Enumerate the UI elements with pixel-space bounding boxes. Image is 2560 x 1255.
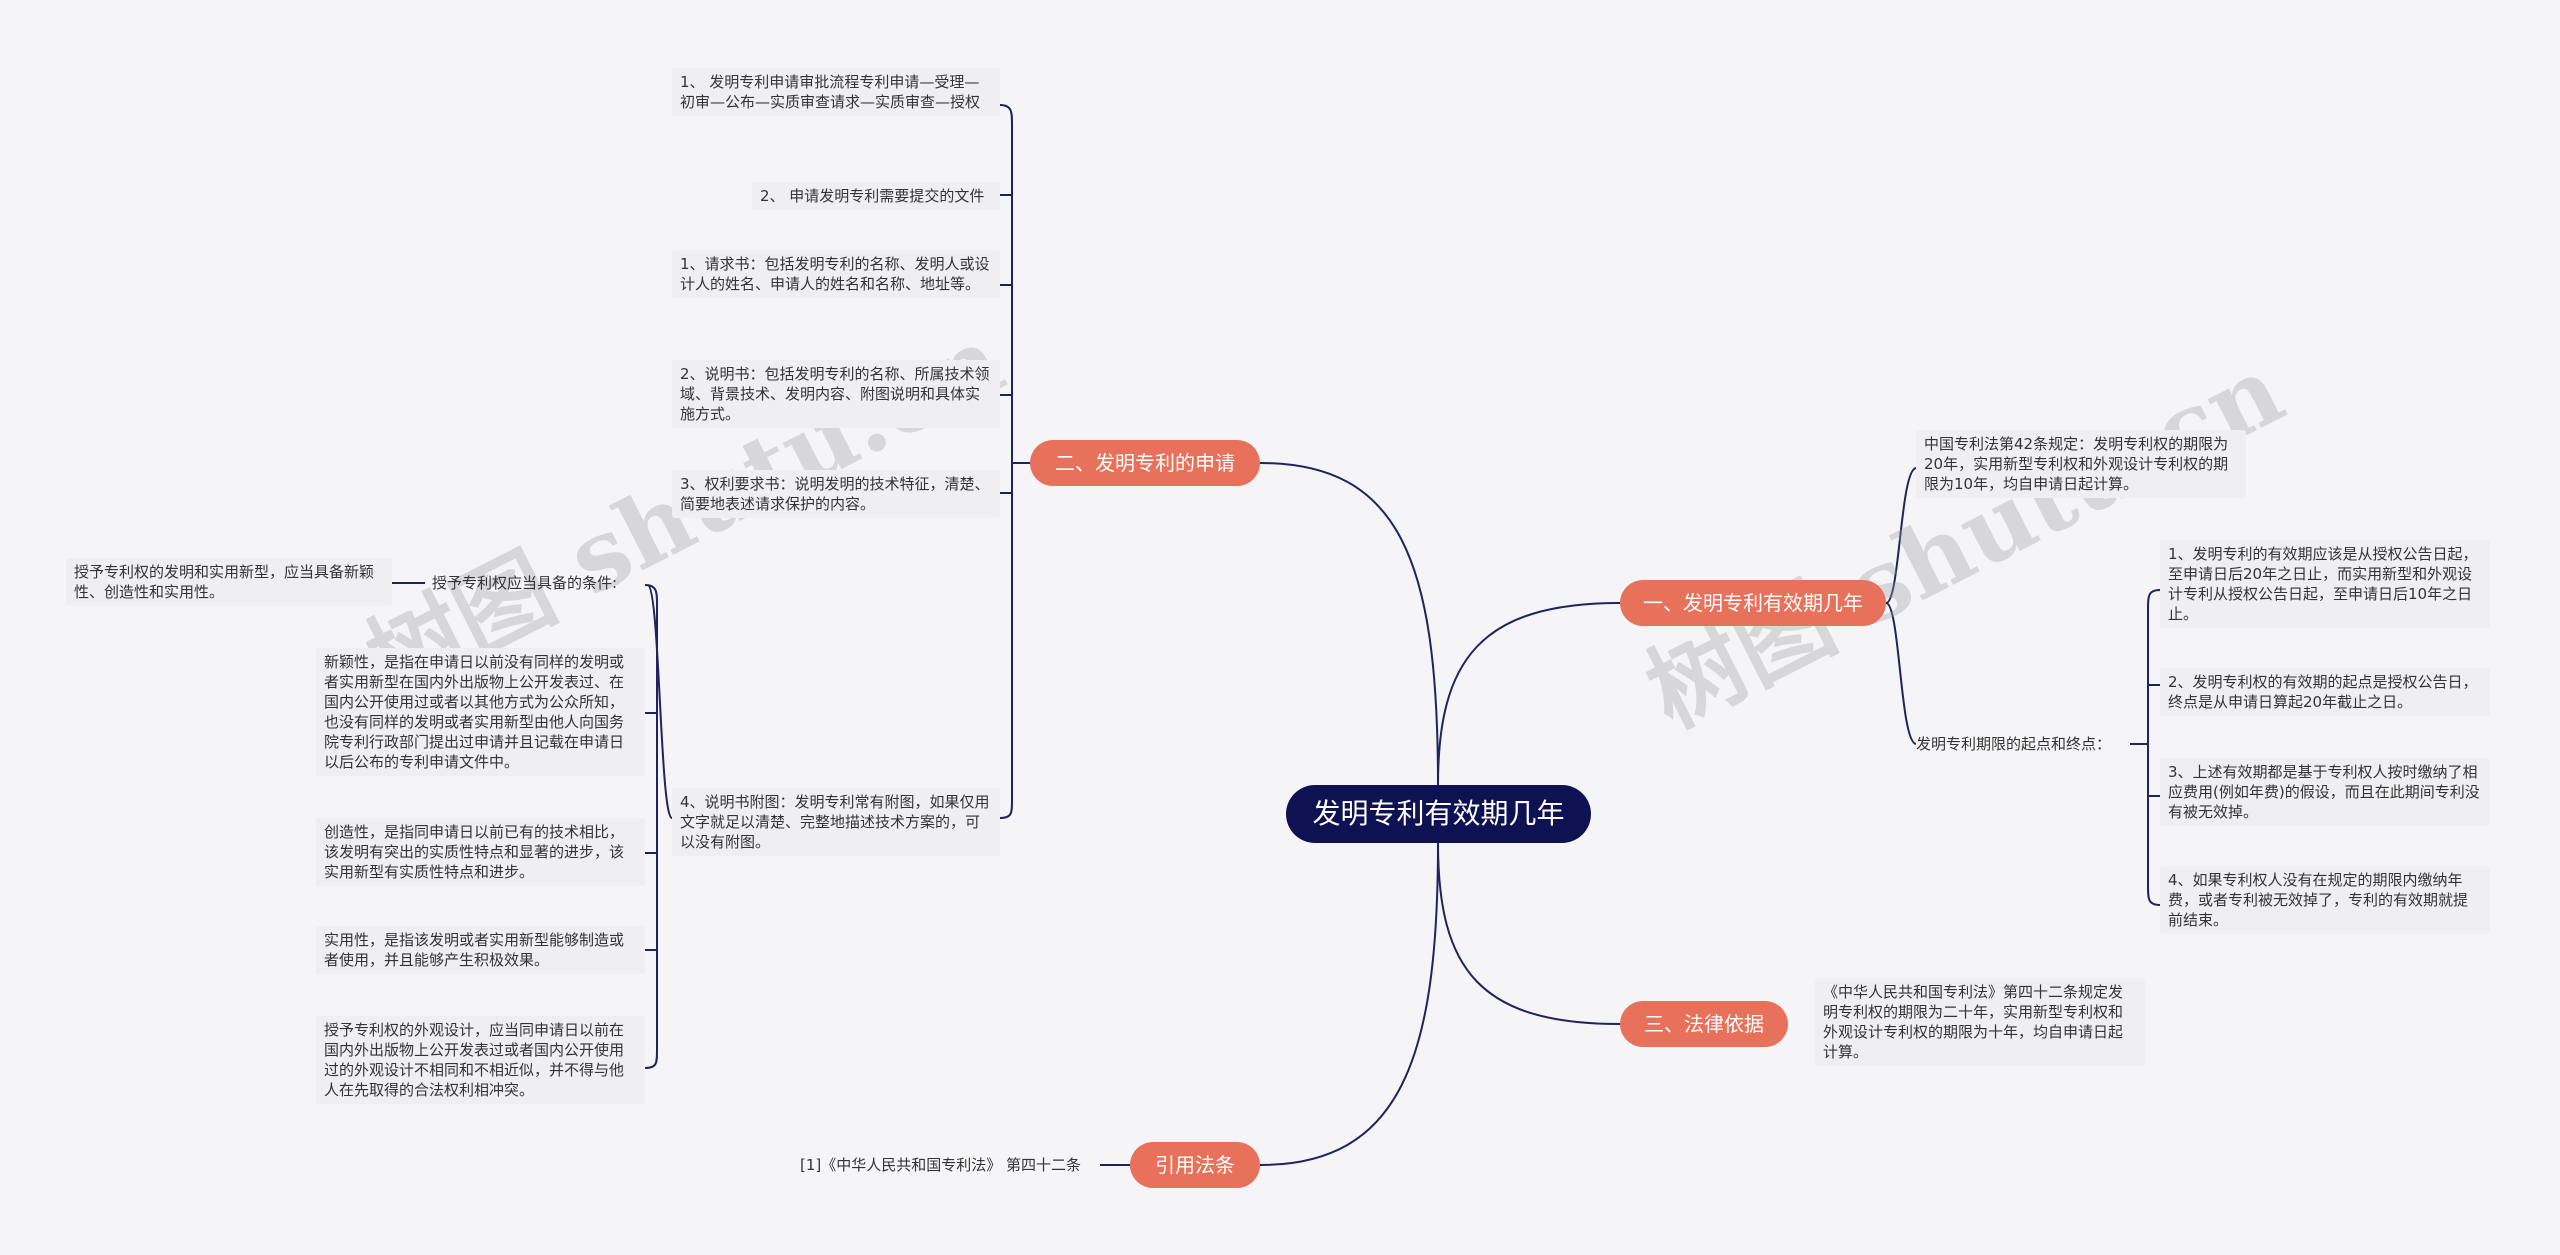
leaf-law-article-42[interactable]: 中国专利法第42条规定：发明专利权的期限为20年，实用新型专利权和外观设计专利权… <box>1916 430 2246 498</box>
leaf-legal-basis-text[interactable]: 《中华人民共和国专利法》第四十二条规定发明专利权的期限为二十年，实用新型专利权和… <box>1815 978 2145 1066</box>
branch-cited-law[interactable]: 引用法条 <box>1130 1142 1260 1188</box>
link-root-b4 <box>1259 842 1439 1166</box>
label-conditions[interactable]: 授予专利权应当具备的条件: <box>432 574 618 592</box>
label-start-end[interactable]: 发明专利期限的起点和终点： <box>1916 735 2112 753</box>
leaf-cited-law-text[interactable]: [1]《中华人民共和国专利法》 第四十二条 <box>800 1156 1082 1174</box>
bracket-b2-items <box>999 104 1013 819</box>
branch-legal-basis[interactable]: 三、法律依据 <box>1620 1001 1788 1047</box>
leaf-approval-process[interactable]: 1、 发明专利申请审批流程专利申请—受理—初审—公布—实质审查请求—实质审查—授… <box>672 68 1000 116</box>
link-root-b2 <box>1259 462 1439 786</box>
link-root-b1 <box>1437 602 1621 786</box>
leaf-inventiveness[interactable]: 创造性，是指同申请日以前已有的技术相比，该发明有突出的实质性特点和显著的进步，该… <box>316 818 645 886</box>
link-item4-conditions <box>647 584 673 819</box>
root-topic[interactable]: 发明专利有效期几年 <box>1286 785 1591 843</box>
link-b1-sub <box>1885 602 1917 745</box>
leaf-required-docs[interactable]: 2、 申请发明专利需要提交的文件 <box>752 182 1000 210</box>
leaf-conditions-summary[interactable]: 授予专利权的发明和实用新型，应当具备新颖性、创造性和实用性。 <box>66 558 392 606</box>
link-root-b3 <box>1437 842 1621 1025</box>
bracket-b1-points <box>2147 589 2161 906</box>
leaf-claims[interactable]: 3、权利要求书：说明发明的技术特征，清楚、简要地表述请求保护的内容。 <box>672 470 1000 518</box>
branch-application[interactable]: 二、发明专利的申请 <box>1030 440 1260 486</box>
leaf-point-2[interactable]: 2、发明专利权的有效期的起点是授权公告日，终点是从申请日算起20年截止之日。 <box>2160 668 2490 716</box>
leaf-design[interactable]: 授予专利权的外观设计，应当同申请日以前在国内外出版物上公开发表过或者国内公开使用… <box>316 1016 645 1104</box>
leaf-practicality[interactable]: 实用性，是指该发明或者实用新型能够制造或者使用，并且能够产生积极效果。 <box>316 926 645 974</box>
leaf-point-1[interactable]: 1、发明专利的有效期应该是从授权公告日起，至申请日后20年之日止，而实用新型和外… <box>2160 540 2490 628</box>
leaf-novelty[interactable]: 新颖性，是指在申请日以前没有同样的发明或者实用新型在国内外出版物上公开发表过、在… <box>316 648 645 776</box>
leaf-request-form[interactable]: 1、请求书：包括发明专利的名称、发明人或设计人的姓名、申请人的姓名和名称、地址等… <box>672 250 1000 298</box>
leaf-point-3[interactable]: 3、上述有效期都是基于专利权人按时缴纳了相应费用(例如年费)的假设，而且在此期间… <box>2160 758 2490 826</box>
leaf-specification[interactable]: 2、说明书：包括发明专利的名称、所属技术领域、背景技术、发明内容、附图说明和具体… <box>672 360 1000 428</box>
leaf-point-4[interactable]: 4、如果专利权人没有在规定的期限内缴纳年费，或者专利被无效掉了，专利的有效期就提… <box>2160 866 2490 934</box>
leaf-drawings[interactable]: 4、说明书附图：发明专利常有附图，如果仅用文字就足以清楚、完整地描述技术方案的，… <box>672 788 1000 856</box>
link-b1-law <box>1885 467 1917 604</box>
branch-validity-period[interactable]: 一、发明专利有效期几年 <box>1620 580 1886 626</box>
bracket-conditions <box>644 584 658 1069</box>
